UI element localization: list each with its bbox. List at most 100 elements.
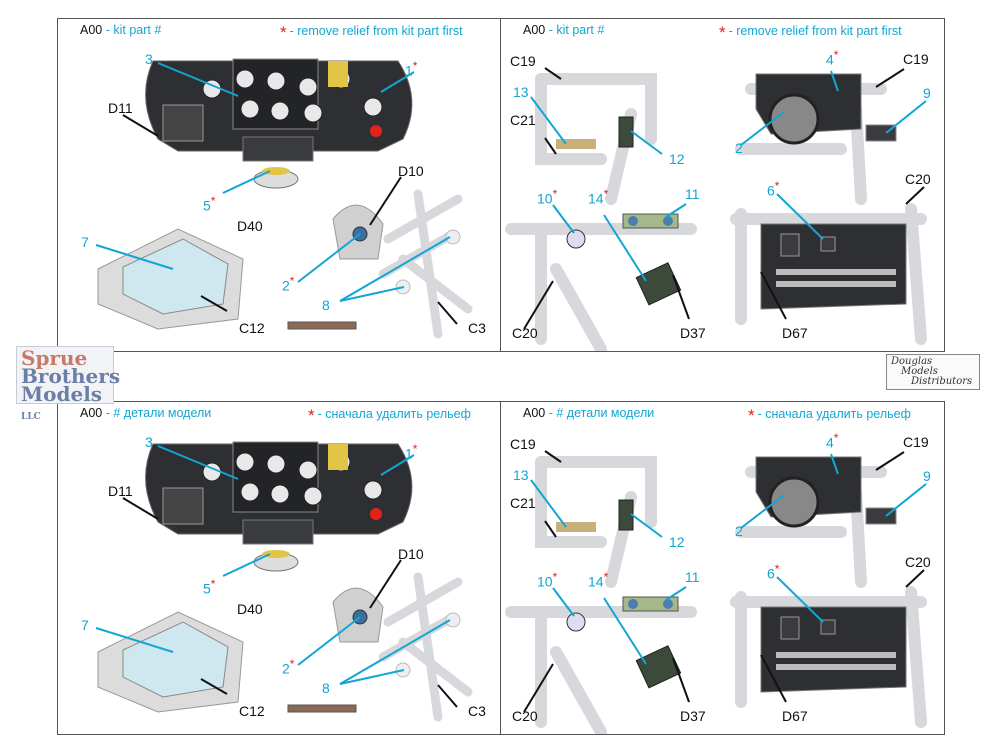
logo-line-douglas: Douglas bbox=[891, 356, 933, 367]
callout-c20: C20 bbox=[512, 325, 538, 341]
kit-part-label: - # детали модели bbox=[545, 406, 655, 420]
callout-11: 11 bbox=[685, 569, 700, 585]
callout-1-number: 1 bbox=[405, 62, 413, 79]
relief-note: *- remove relief from kit part first bbox=[719, 23, 902, 43]
relief-note-text: - remove relief from kit part first bbox=[728, 24, 902, 38]
callout-d67: D67 bbox=[782, 325, 808, 341]
logo-line-models: Models LLC bbox=[21, 382, 109, 426]
callout-c12: C12 bbox=[239, 320, 265, 336]
callout-5: 5* bbox=[203, 577, 215, 596]
callout-10-number: 10 bbox=[537, 573, 553, 590]
callout-3: 3 bbox=[145, 434, 153, 450]
panel-bottom-right: A00 - # детали модели *- сначала удалить… bbox=[500, 401, 945, 735]
callout-d37: D37 bbox=[680, 325, 706, 341]
relief-note-text: - сначала удалить рельеф bbox=[757, 407, 911, 421]
douglas-models-logo: Douglas Models Distributors bbox=[886, 354, 980, 390]
red-star-icon: * bbox=[833, 48, 839, 62]
callout-5-number: 5 bbox=[203, 580, 211, 597]
red-star-icon: * bbox=[833, 431, 839, 445]
logo-models-word: Models bbox=[21, 382, 103, 406]
callout-c19: C19 bbox=[510, 436, 536, 452]
callout-10: 10* bbox=[537, 570, 557, 589]
callout-10: 10* bbox=[537, 187, 557, 206]
callout-4: 4* bbox=[826, 48, 838, 67]
red-star-icon: * bbox=[774, 562, 780, 576]
part-illustration bbox=[95, 58, 473, 339]
callout-1: 1* bbox=[405, 59, 417, 78]
red-star-icon: * bbox=[289, 657, 295, 671]
callout-6: 6* bbox=[767, 562, 779, 581]
callout-2: 2* bbox=[282, 274, 294, 293]
logo-llc: LLC bbox=[21, 412, 41, 422]
panel-top-left: A00 - kit part # *- remove relief from k… bbox=[57, 18, 502, 352]
callout-14-number: 14 bbox=[588, 573, 604, 590]
callout-c19: C19 bbox=[903, 51, 929, 67]
relief-note: *- сначала удалить рельеф bbox=[748, 406, 911, 426]
panel-top-right: A00 - kit part # *- remove relief from k… bbox=[500, 18, 945, 352]
callout-d37: D37 bbox=[680, 708, 706, 724]
callout-c3: C3 bbox=[468, 320, 486, 336]
relief-note: *- remove relief from kit part first bbox=[280, 23, 463, 43]
callout-d10: D10 bbox=[398, 546, 424, 562]
callout-1-number: 1 bbox=[405, 445, 413, 462]
red-star-icon: * bbox=[210, 577, 216, 591]
callout-8: 8 bbox=[322, 680, 330, 696]
callout-12: 12 bbox=[669, 151, 685, 167]
callout-6: 6* bbox=[767, 179, 779, 198]
callout-3: 3 bbox=[145, 51, 153, 67]
relief-note-text: - remove relief from kit part first bbox=[289, 24, 463, 38]
callout-9: 9 bbox=[923, 85, 931, 101]
red-star-icon: * bbox=[412, 442, 418, 456]
callout-7: 7 bbox=[81, 617, 89, 633]
callout-4-number: 4 bbox=[826, 51, 834, 68]
callout-14: 14* bbox=[588, 570, 608, 589]
sprue-brothers-logo: Sprue Brothers Models LLC bbox=[16, 346, 120, 422]
kit-part-code: A00 bbox=[523, 406, 546, 420]
callout-d11: D11 bbox=[108, 100, 133, 116]
callout-c20: C20 bbox=[512, 708, 538, 724]
part-illustration bbox=[505, 67, 927, 351]
callout-10-number: 10 bbox=[537, 190, 553, 207]
part-illustration bbox=[95, 441, 473, 722]
callout-c3: C3 bbox=[468, 703, 486, 719]
kit-part-label: - # детали модели bbox=[102, 406, 212, 420]
red-star-icon: * bbox=[719, 23, 726, 42]
callout-c19: C19 bbox=[510, 53, 536, 69]
callout-c12: C12 bbox=[239, 703, 265, 719]
callout-4-number: 4 bbox=[826, 434, 834, 451]
callout-c20: C20 bbox=[905, 171, 931, 187]
callout-9: 9 bbox=[923, 468, 931, 484]
kit-part-label: - kit part # bbox=[545, 23, 605, 37]
red-star-icon: * bbox=[774, 179, 780, 193]
callout-14: 14* bbox=[588, 187, 608, 206]
logo-line-sprue: Sprue bbox=[21, 346, 88, 370]
callout-6-number: 6 bbox=[767, 182, 775, 199]
callout-8: 8 bbox=[322, 297, 330, 313]
callout-5-number: 5 bbox=[203, 197, 211, 214]
red-star-icon: * bbox=[603, 570, 609, 584]
callout-4: 4* bbox=[826, 431, 838, 450]
callout-d10: D10 bbox=[398, 163, 424, 179]
callout-c21: C21 bbox=[510, 495, 536, 511]
red-star-icon: * bbox=[280, 23, 287, 42]
part-illustration bbox=[505, 450, 927, 734]
callout-14-number: 14 bbox=[588, 190, 604, 207]
callout-c21: C21 bbox=[510, 112, 536, 128]
callout-1: 1* bbox=[405, 442, 417, 461]
callout-12: 12 bbox=[669, 534, 685, 550]
callout-d40: D40 bbox=[237, 601, 263, 617]
red-star-icon: * bbox=[412, 59, 418, 73]
callout-11: 11 bbox=[685, 186, 700, 202]
callout-5: 5* bbox=[203, 194, 215, 213]
callout-2-number: 2 bbox=[282, 277, 290, 294]
callout-d67: D67 bbox=[782, 708, 808, 724]
red-star-icon: * bbox=[552, 187, 558, 201]
callout-c20: C20 bbox=[905, 554, 931, 570]
kit-part-code: A00 bbox=[523, 23, 546, 37]
callout-2: 2 bbox=[735, 523, 743, 539]
callout-c19: C19 bbox=[903, 434, 929, 450]
callout-2: 2* bbox=[282, 657, 294, 676]
panel-bottom-left: A00 - # детали модели * - сначала удалить… bbox=[57, 401, 502, 735]
panel-header: A00 - # детали модели bbox=[80, 406, 211, 420]
relief-note-text: - сначала удалить рельеф bbox=[317, 407, 471, 421]
